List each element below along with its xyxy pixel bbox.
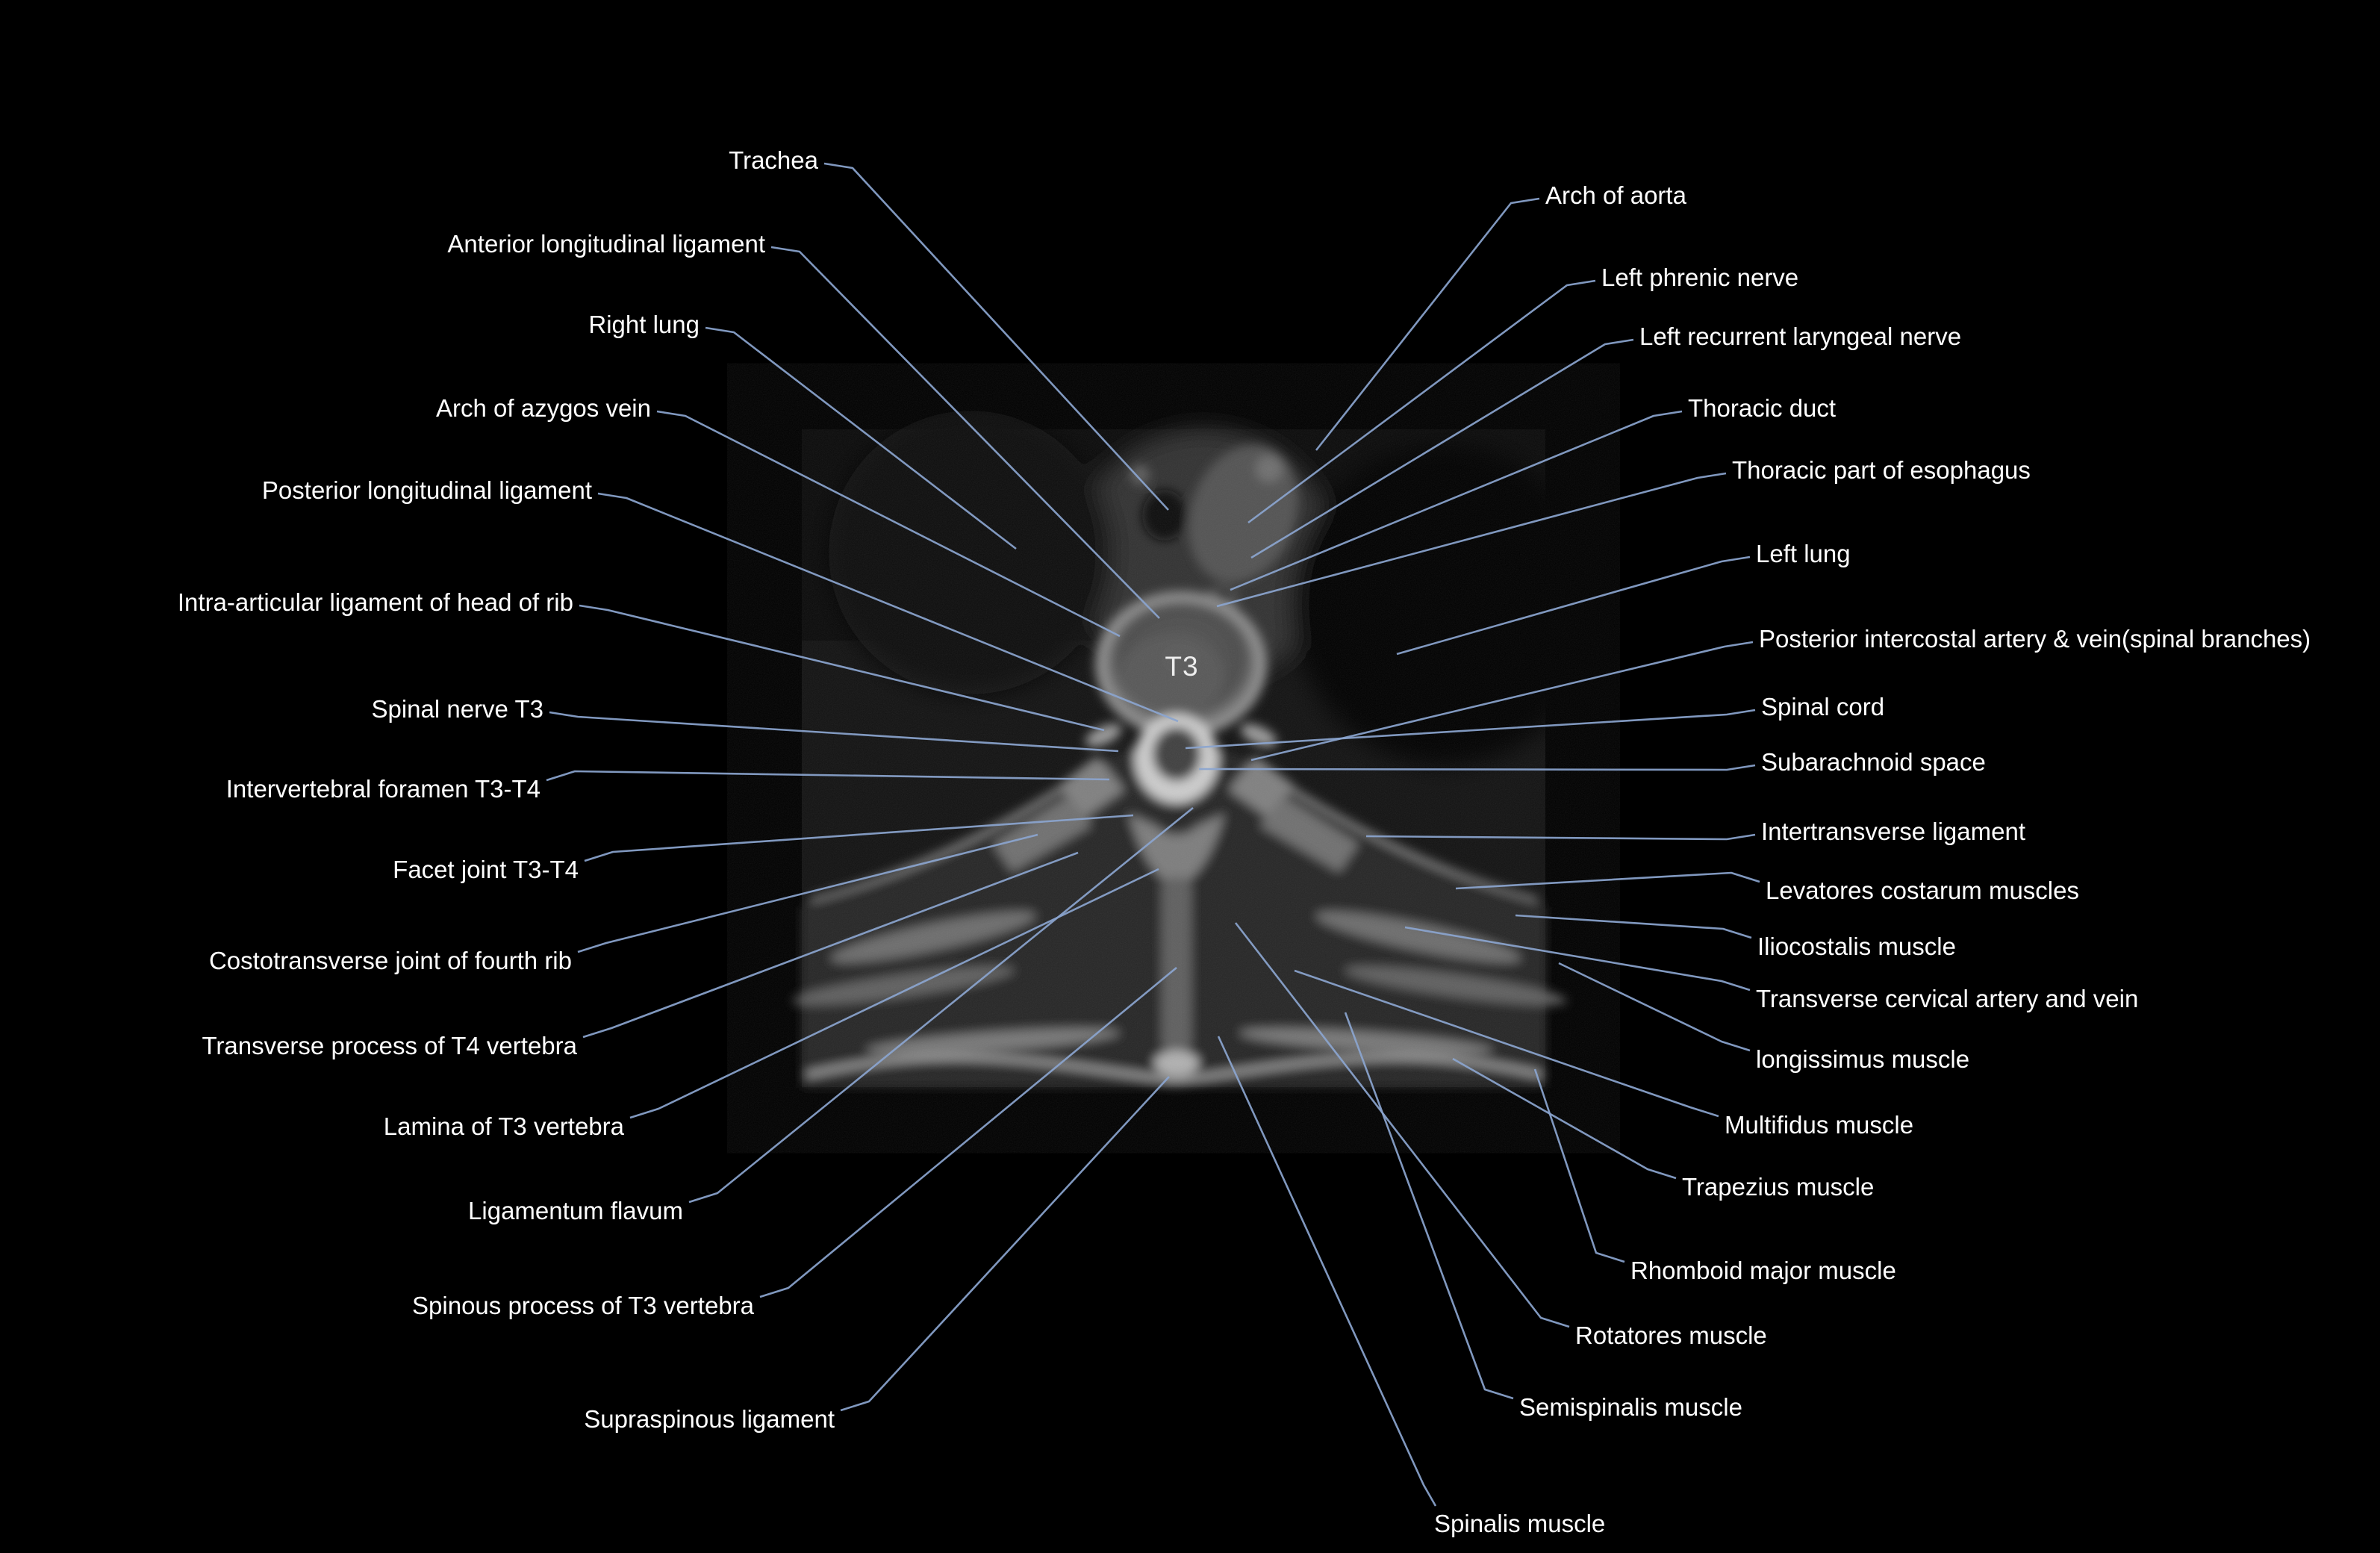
anatomy-label: Posterior longitudinal ligament: [261, 476, 592, 504]
leader-line: [688, 806, 1194, 1204]
leader-line: [546, 770, 1110, 782]
anatomy-label: Arch of azygos vein: [436, 394, 651, 422]
anatomy-label: Spinalis muscle: [1434, 1510, 1606, 1537]
leader-line: [1230, 410, 1683, 591]
leader-line: [1250, 641, 1754, 762]
anatomy-label: Thoracic part of esophagus: [1732, 456, 2031, 484]
leader-line: [759, 966, 1177, 1298]
leader-line: [1515, 914, 1752, 939]
anatomy-label: Supraspinous ligament: [584, 1405, 835, 1433]
anatomy-label: Left phrenic nerve: [1601, 264, 1799, 291]
leader-line: [1455, 871, 1760, 890]
leader-line: [584, 814, 1134, 862]
anatomy-label: Posterior intercostal artery & vein(spin…: [1759, 625, 2311, 653]
leader-line: [1344, 1012, 1514, 1400]
anatomy-label: Spinous process of T3 vertebra: [412, 1292, 754, 1319]
anatomy-label: Facet joint T3-T4: [393, 856, 579, 883]
leader-line: [823, 162, 1169, 511]
anatomy-label: Intertransverse ligament: [1761, 818, 2025, 845]
anatomy-label: Intra-articular ligament of head of rib: [177, 588, 573, 616]
leader-line: [1315, 197, 1540, 451]
leader-line: [597, 492, 1179, 723]
anatomy-label: Trachea: [729, 146, 818, 174]
leader-line: [1558, 962, 1751, 1052]
leader-line: [1247, 279, 1596, 524]
leader-line: [629, 868, 1159, 1119]
anatomy-label: Left recurrent laryngeal nerve: [1639, 323, 1962, 350]
anatomy-label: Rotatores muscle: [1575, 1322, 1767, 1349]
anatomy-label: Semispinalis muscle: [1519, 1393, 1742, 1421]
anatomy-label: Right lung: [588, 311, 700, 338]
leader-line: [1452, 1057, 1677, 1180]
leader-line: [1404, 926, 1751, 992]
anatomy-label: Costotransverse joint of fourth rib: [208, 947, 572, 974]
anatomy-label: Lamina of T3 vertebra: [383, 1112, 624, 1140]
leader-line: [770, 246, 1160, 619]
anatomy-label: Transverse cervical artery and vein: [1756, 985, 2139, 1012]
leader-line: [577, 833, 1038, 953]
leader-line: [1396, 555, 1751, 656]
t3-marker: T3: [1165, 651, 1199, 682]
leader-line: [1198, 764, 1756, 771]
leader-line: [1216, 472, 1727, 608]
leader-line: [1365, 833, 1756, 841]
anatomy-label: Spinal nerve T3: [371, 695, 543, 723]
leader-line: [1533, 1068, 1625, 1263]
leader-line: [1217, 1036, 1437, 1507]
leader-line: [840, 1076, 1170, 1412]
anatomy-label: Ligamentum flavum: [468, 1197, 683, 1224]
anatomy-label: Rhomboid major muscle: [1630, 1257, 1896, 1284]
leader-line: [579, 604, 1105, 732]
leader-line: [1294, 969, 1719, 1118]
leader-line: [1185, 709, 1756, 750]
anatomy-label: Intervertebral foramen T3-T4: [225, 775, 541, 803]
anatomy-label: Thoracic duct: [1688, 394, 1837, 422]
anatomy-label: Levatores costarum muscles: [1766, 877, 2079, 904]
anatomy-label: Trapezius muscle: [1682, 1173, 1875, 1201]
leader-line: [549, 711, 1119, 753]
anatomy-label: Subarachnoid space: [1761, 748, 1986, 776]
leader-line: [705, 326, 1017, 550]
anatomy-label: Anterior longitudinal ligament: [447, 230, 765, 258]
anatomy-label: Arch of aorta: [1545, 181, 1686, 209]
mri-noise: [802, 429, 1545, 1087]
leader-line: [1250, 338, 1634, 559]
anatomy-label: Spinal cord: [1761, 693, 1885, 721]
anatomy-label: Iliocostalis muscle: [1757, 933, 1956, 960]
leader-line: [656, 410, 1121, 638]
anatomy-label: longissimus muscle: [1756, 1045, 1970, 1073]
anatomy-label: Left lung: [1756, 540, 1851, 567]
leader-line: [582, 851, 1079, 1039]
anatomy-label: Multifidus muscle: [1725, 1111, 1914, 1139]
leader-line: [1234, 922, 1570, 1328]
anatomy-label: Transverse process of T4 vertebra: [202, 1032, 577, 1059]
